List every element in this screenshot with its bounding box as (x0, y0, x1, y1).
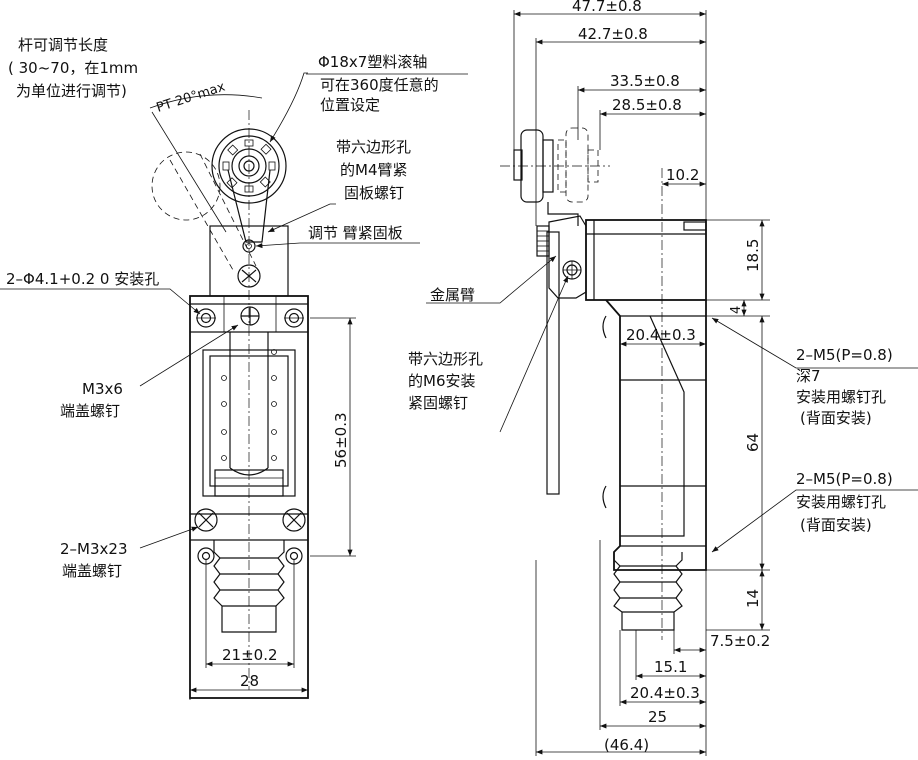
dim-10-2: 10.2 (666, 166, 699, 184)
front-view (149, 94, 309, 699)
side-view (500, 127, 707, 640)
label-hex-m4-3: 固板螺钉 (344, 184, 404, 202)
label-m5-bot-3: (背面安装) (800, 516, 872, 534)
cap-screw-m3x23-right (282, 508, 306, 532)
arm-hub (548, 215, 587, 299)
arm-alt-position (151, 151, 221, 221)
label-adjust-plate: 调节 臂紧固板 (308, 224, 403, 242)
label-m5-bot-1: 2–M5(P=0.8) (796, 470, 893, 488)
annotations: 杆可调节长度 ( 30~70，在1mm 为单位进行调节) PT 20°max Φ… (6, 0, 893, 754)
side-boot (613, 552, 683, 631)
label-m5-top-3: 安装用螺钉孔 (796, 388, 886, 406)
label-m5-top-1: 2–M5(P=0.8) (796, 346, 893, 364)
label-mount-hole: 2–Φ4.1+0.2 0 安装孔 (6, 270, 159, 288)
dim-47-7: 47.7±0.8 (572, 0, 642, 15)
label-m5-top-2: 深7 (796, 367, 821, 385)
mount-hole-right (284, 308, 304, 328)
dim-21: 21±0.2 (222, 646, 278, 664)
dim-4: 4 (729, 306, 744, 314)
label-roller: Φ18x7塑料滚轴 (318, 53, 427, 71)
label-m3x6-2: 端盖螺钉 (60, 402, 120, 420)
dim-46-4: (46.4) (604, 736, 649, 754)
label-pt-angle: PT 20°max (155, 79, 228, 115)
label-roller-note-2: 位置设定 (320, 96, 380, 114)
conduit-boot (213, 540, 285, 633)
head-block (585, 219, 707, 301)
dim-33-5: 33.5±0.8 (610, 72, 680, 90)
dim-7-5: 7.5±0.2 (710, 632, 770, 650)
label-m3x23-2: 端盖螺钉 (62, 562, 122, 580)
label-m5-top-4: (背面安装) (800, 409, 872, 427)
label-rod-length-2: ( 30~70，在1mm (8, 59, 138, 77)
label-roller-note-1: 可在360度任意的 (320, 76, 439, 94)
cap-screw-m3x23-left (194, 508, 218, 532)
dim-25: 25 (648, 708, 667, 726)
label-hex-m6-3: 紧固螺钉 (408, 394, 468, 412)
m4-screw (242, 239, 256, 253)
label-hex-m4-2: 的M4臂紧 (340, 161, 408, 179)
label-hex-m6-2: 的M6安装 (408, 372, 476, 390)
label-rod-length-3: 为单位进行调节) (16, 82, 127, 100)
dim-56: 56±0.3 (332, 412, 350, 468)
label-hex-m4-1: 带六边形孔 (336, 138, 411, 156)
dim-64: 64 (744, 433, 762, 452)
dim-18-5: 18.5 (744, 239, 762, 272)
dim-14: 14 (744, 589, 762, 608)
dim-15-1: 15.1 (654, 658, 687, 676)
label-m3x6-1: M3x6 (82, 380, 123, 398)
label-metal-arm: 金属臂 (430, 286, 475, 304)
dim-28-5: 28.5±0.8 (612, 96, 682, 114)
label-hex-m6-1: 带六边形孔 (408, 350, 483, 368)
dim-20-4-bottom: 20.4±0.3 (630, 684, 700, 702)
dim-28: 28 (240, 672, 259, 690)
m6-screw (237, 264, 261, 288)
dim-42-7: 42.7±0.8 (578, 25, 648, 43)
label-m5-bot-2: 安装用螺钉孔 (796, 493, 886, 511)
cap-screw-m3x6 (240, 306, 260, 326)
switch-body (189, 295, 309, 699)
metal-arm (547, 202, 579, 226)
roller (211, 128, 287, 204)
mount-hole-left (196, 308, 216, 328)
label-rod-length-1: 杆可调节长度 (18, 36, 108, 54)
label-m3x23-1: 2–M3x23 (60, 540, 128, 558)
dim-20-4-top: 20.4±0.3 (626, 326, 696, 344)
